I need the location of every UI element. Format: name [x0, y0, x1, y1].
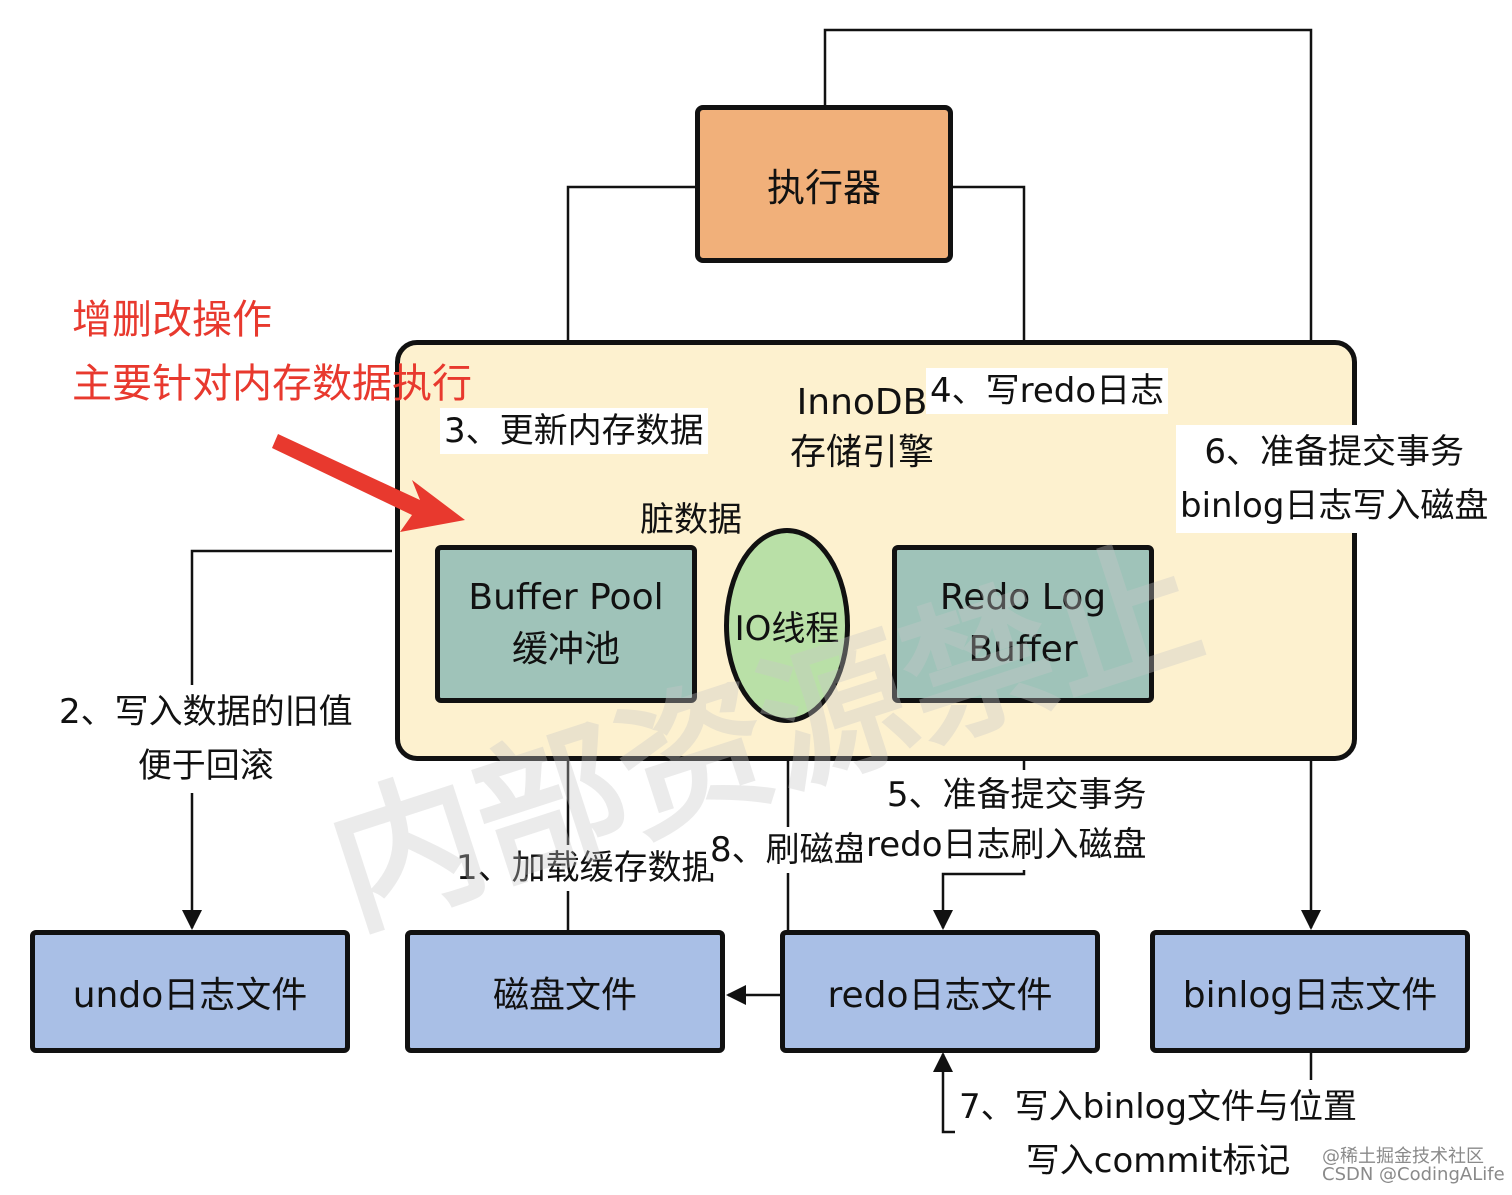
step5-label: 5、准备提交事务 redo日志刷入磁盘	[862, 770, 1151, 870]
step7-label-line2: 写入commit标记	[1025, 1141, 1291, 1181]
step4-label: 4、写redo日志	[926, 368, 1169, 414]
innodb-title-line2: 存储引擎	[790, 432, 935, 473]
step6-label: 6、准备提交事务 binlog日志写入磁盘	[1176, 425, 1493, 533]
executor-label: 执行器	[766, 165, 881, 210]
step6-label-line2: binlog日志写入磁盘	[1180, 486, 1489, 526]
step2-label-line2: 便于回滚	[137, 746, 274, 786]
step1-label: 1、加载缓存数据	[452, 845, 720, 891]
binlog-file-box: binlog日志文件	[1150, 930, 1470, 1053]
undo-file-label: undo日志文件	[72, 974, 308, 1016]
red-annotation-arrow-icon	[272, 434, 465, 532]
executor-box: 执行器	[695, 105, 953, 263]
disk-file-box: 磁盘文件	[405, 930, 725, 1053]
step7-label: 7、写入binlog文件与位置 写入commit标记	[955, 1080, 1362, 1188]
watermark-author: CSDN @CodingALife	[1322, 1164, 1505, 1185]
redo-file-label: redo日志文件	[827, 974, 1053, 1016]
red-annotation-line2: 主要针对内存数据执行	[72, 361, 472, 407]
innodb-to-undo-line	[182, 549, 392, 930]
step2-label-line1: 2、写入数据的旧值	[59, 692, 353, 732]
redo-file-box: redo日志文件	[780, 930, 1100, 1053]
io-thread-label: IO线程	[734, 609, 840, 649]
dirty-data-label: 脏数据	[640, 500, 742, 540]
redo-log-buffer-label-1: Redo Log	[939, 577, 1107, 618]
step7-label-line1: 7、写入binlog文件与位置	[959, 1087, 1358, 1127]
buffer-pool-label-cn: 缓冲池	[511, 629, 620, 670]
binlog-file-label: binlog日志文件	[1182, 974, 1438, 1016]
step5-label-line2: redo日志刷入磁盘	[866, 825, 1147, 865]
innodb-title-line1: InnoDB	[796, 382, 928, 423]
red-annotation-line1: 增删改操作	[72, 297, 272, 343]
step2-label: 2、写入数据的旧值 便于回滚	[55, 685, 357, 793]
redo-log-buffer-box: Redo Log Buffer	[892, 545, 1154, 703]
red-annotation: 增删改操作 主要针对内存数据执行	[72, 288, 472, 416]
step6-label-line1: 6、准备提交事务	[1204, 432, 1465, 472]
buffer-pool-box: Buffer Pool 缓冲池	[435, 545, 697, 703]
step8-label: 8、刷磁盘	[706, 827, 872, 873]
redo-log-buffer-label-2: Buffer	[968, 629, 1078, 670]
watermark-site: @稀土掘金技术社区	[1322, 1146, 1484, 1167]
io-thread-circle: IO线程	[724, 528, 850, 723]
undo-file-box: undo日志文件	[30, 930, 350, 1053]
step3-label: 3、更新内存数据	[440, 408, 708, 454]
disk-file-label: 磁盘文件	[492, 974, 637, 1016]
buffer-pool-label-en: Buffer Pool	[468, 577, 664, 618]
innodb-title: InnoDB 存储引擎	[790, 378, 934, 478]
step5-label-line1: 5、准备提交事务	[886, 775, 1147, 815]
